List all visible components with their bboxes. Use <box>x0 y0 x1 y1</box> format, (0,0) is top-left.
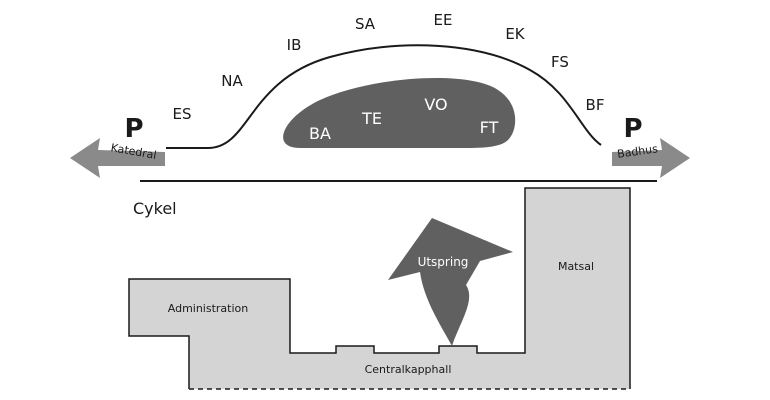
building-central-label: Centralkapphall <box>365 363 452 376</box>
station-fs: FS <box>551 53 569 71</box>
station-ib: IB <box>287 36 302 54</box>
building-outline <box>128 187 631 389</box>
outer-arc <box>166 44 602 149</box>
building-dining-label: Matsal <box>558 260 594 273</box>
cycle-label: Cykel <box>133 199 177 218</box>
building-complex <box>129 188 630 389</box>
station-ee: EE <box>434 11 453 29</box>
outlet-label: Utspring <box>418 255 469 269</box>
station-bf: BF <box>586 96 605 114</box>
station-ek: EK <box>505 25 525 43</box>
parking-left-symbol: P <box>124 114 143 144</box>
parking-right-label: Badhus <box>616 142 659 161</box>
station-sa: SA <box>355 15 376 33</box>
station-ba: BA <box>309 124 331 143</box>
station-es: ES <box>173 105 192 123</box>
station-ft: FT <box>480 118 499 137</box>
station-na: NA <box>221 72 243 90</box>
inner-blob <box>283 77 516 148</box>
station-te: TE <box>361 109 382 128</box>
parking-right-symbol: P <box>623 114 642 144</box>
building-admin-label: Administration <box>168 302 249 315</box>
outlet-arrow <box>388 218 513 346</box>
right-arrow <box>612 138 690 178</box>
station-vo: VO <box>424 95 447 114</box>
left-arrow <box>70 138 165 178</box>
